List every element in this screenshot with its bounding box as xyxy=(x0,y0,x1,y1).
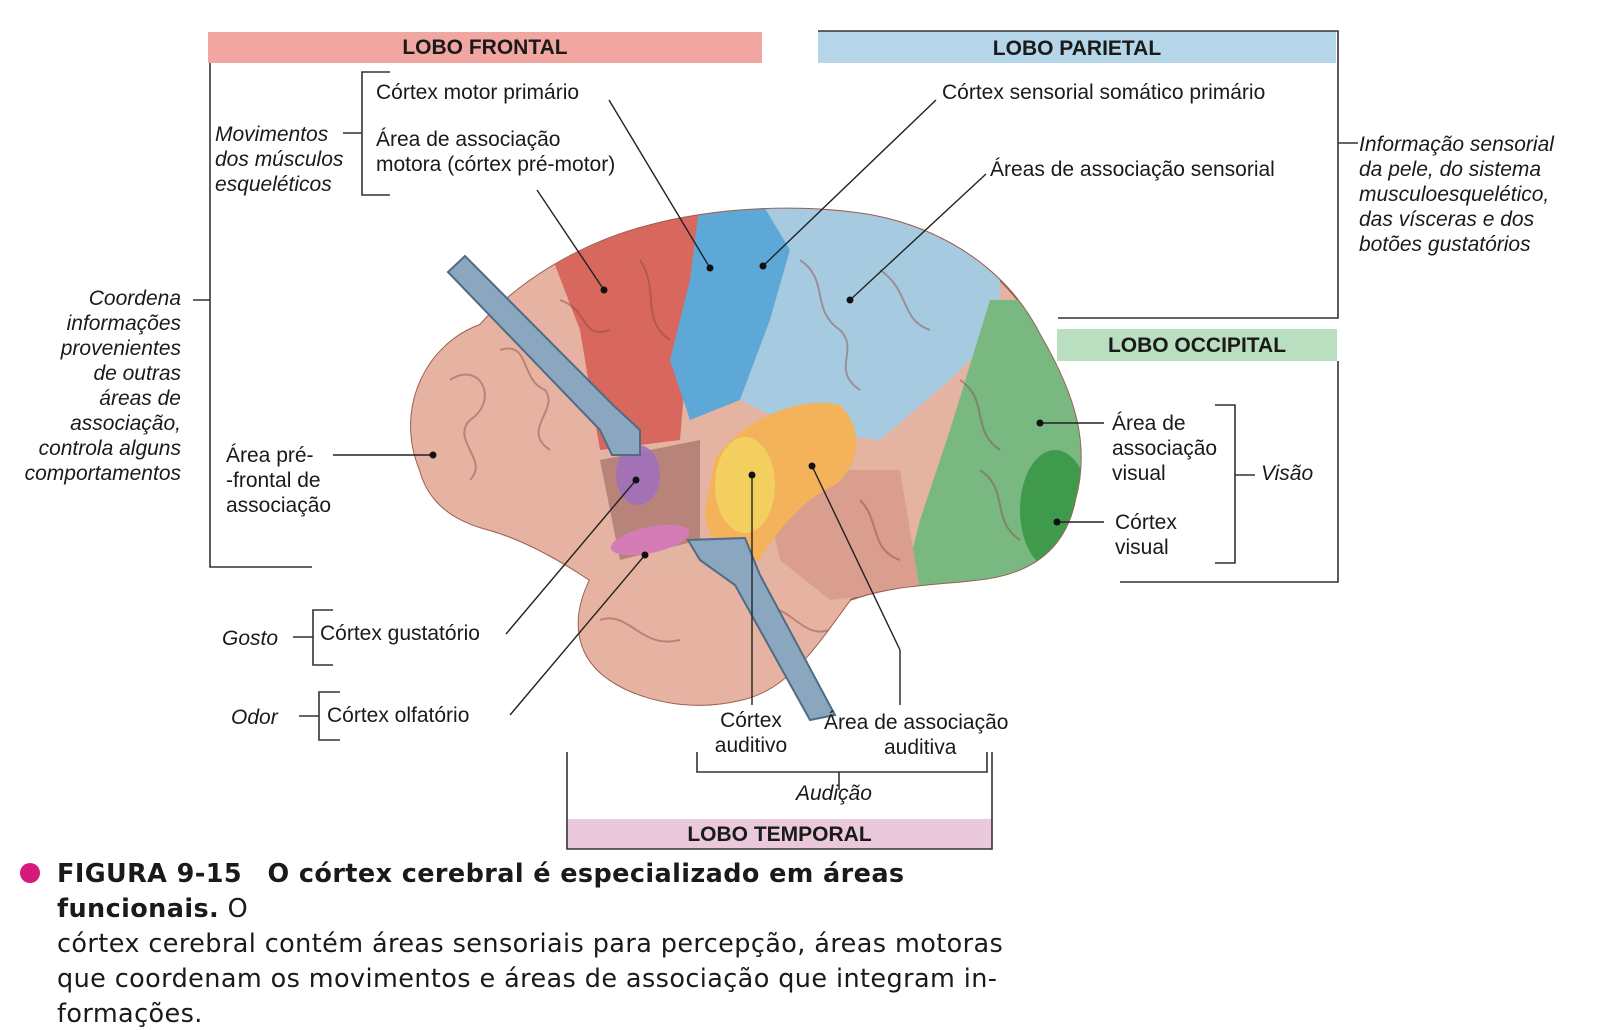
leader-lines xyxy=(333,99,1104,716)
motor-primary-label: Córtex motor primário xyxy=(376,81,580,104)
lobe-brackets xyxy=(193,30,1358,850)
frontal-header-bar xyxy=(208,32,762,63)
auditory-association-label: Área de associação auditiva xyxy=(824,711,1009,759)
leader-dots xyxy=(429,262,1061,559)
probe-lower xyxy=(686,536,837,722)
sensory-association-label: Áreas de associação sensorial xyxy=(990,158,1275,181)
frontal-lobe-title: LOBO FRONTAL xyxy=(402,36,568,59)
occipital-header-bar xyxy=(1057,329,1337,361)
figure-caption: FIGURA 9-15 O córtex cerebral é especial… xyxy=(57,859,1004,1029)
temporal-lobe-title: LOBO TEMPORAL xyxy=(687,823,872,846)
brain-illustration xyxy=(410,207,1082,722)
olfactory-region xyxy=(610,524,690,556)
odor-label: Odor xyxy=(231,706,278,729)
somatosensory-cortex-label: Córtex sensorial somático primário xyxy=(942,81,1266,104)
somatosensory-region xyxy=(670,208,790,420)
olfactory-cortex-label: Córtex olfatório xyxy=(327,704,470,727)
temporal-header-bar xyxy=(567,819,992,849)
motor-association-label-line1: Área de associação xyxy=(376,128,561,151)
sub-brackets xyxy=(293,71,1255,790)
auditory-cortex-region xyxy=(715,437,775,533)
visual-cortex-region xyxy=(1020,450,1081,570)
probe-upper xyxy=(446,254,641,456)
parietal-association-region xyxy=(740,208,1000,440)
hearing-label: Audição xyxy=(796,782,872,805)
parietal-lobe-title: LOBO PARIETAL xyxy=(992,37,1162,60)
vision-label: Visão xyxy=(1261,462,1314,485)
parietal-header-bar xyxy=(818,31,1336,63)
caption-bullet xyxy=(20,863,40,883)
temporal-region xyxy=(560,560,850,705)
caption-title: O córtex cerebral é especializado em áre… xyxy=(57,859,905,924)
figure-number: FIGURA 9-15 xyxy=(57,859,243,889)
motor-association-label-line2: motora (córtex pré-motor) xyxy=(376,153,616,176)
gustatory-cortex-label: Córtex gustatório xyxy=(320,622,480,645)
occipital-lobe-title: LOBO OCCIPITAL xyxy=(1107,334,1287,357)
taste-label: Gosto xyxy=(222,627,279,650)
